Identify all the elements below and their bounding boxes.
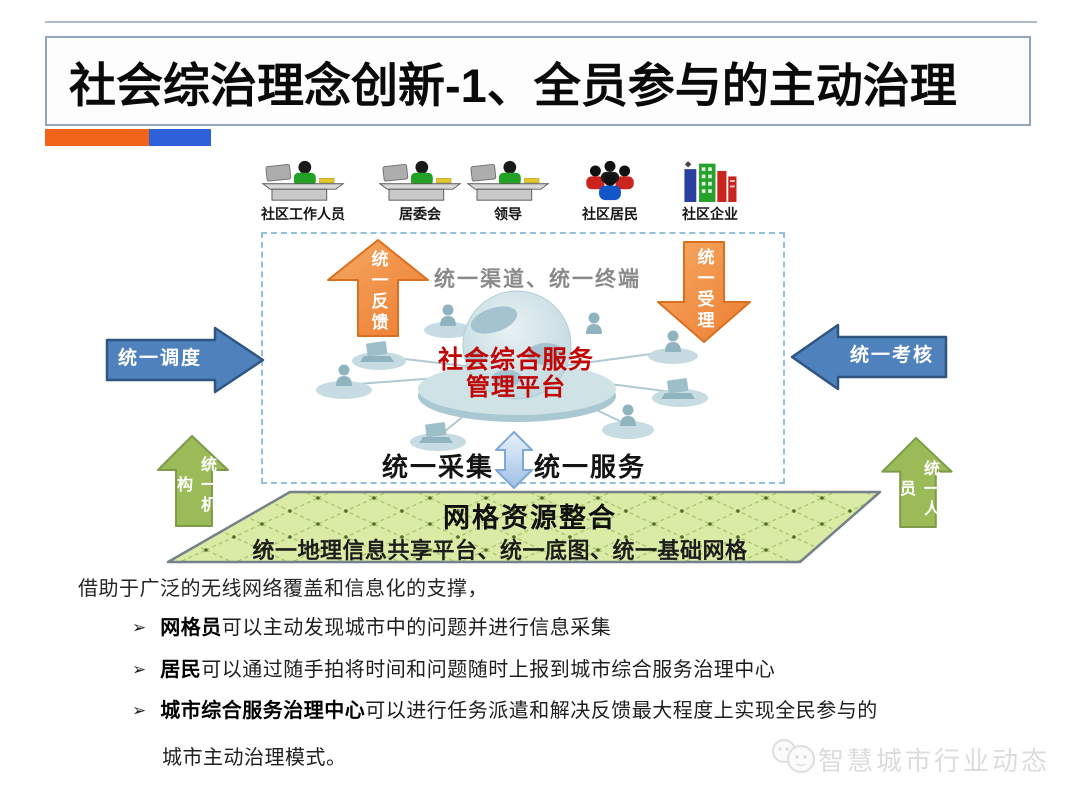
personnel-arrow-label: 统一人员	[897, 460, 938, 520]
collect-service-double-arrow	[495, 431, 533, 489]
actor-leaders: 领导	[448, 160, 568, 224]
bullet-item-service-center: ➢ 城市综合服务治理中心可以进行任务派遣和解决反馈最大程度上实现全民参与的	[132, 699, 878, 723]
bullet-text: 网格员可以主动发现城市中的问题并进行信息采集	[160, 616, 611, 640]
desk-worker-icon	[466, 160, 550, 201]
org-arrow-label: 统一机构	[174, 456, 215, 516]
actor-label: 社区工作人员	[261, 206, 345, 222]
bullet-text: 居民可以通过随手拍将时间和问题随时上报到城市综合服务治理中心	[160, 658, 775, 682]
body-intro-text: 借助于广泛的无线网络覆盖和信息化的支撑，	[78, 578, 488, 600]
buildings-icon	[684, 161, 737, 202]
page-title: 社会综治理念创新-1、全员参与的主动治理	[69, 58, 957, 112]
actor-residents: 社区居民	[550, 160, 670, 224]
hub-title-line1: 社会综合服务	[437, 346, 594, 374]
grid-integration-title: 网格资源整合	[443, 503, 617, 533]
bullet-arrow-icon: ➢	[132, 618, 147, 637]
actor-enterprises: 社区企业	[650, 160, 770, 224]
people-group-icon	[586, 160, 634, 201]
watermark-text: 智慧城市行业动态	[818, 745, 1051, 776]
bullet-rest: 可以进行任务派遣和解决反馈最大程度上实现全民参与的	[365, 700, 878, 722]
acceptance-arrow-label: 统一受理	[694, 248, 714, 332]
title-box: 社会综治理念创新-1、全员参与的主动治理	[45, 36, 1031, 126]
bullet-bold-term: 居民	[160, 659, 202, 681]
accent-bar-orange	[45, 129, 149, 146]
feedback-up-arrow	[327, 239, 429, 337]
grid-resource-parallelogram	[166, 490, 882, 564]
bullet-arrow-icon: ➢	[132, 701, 147, 720]
service-label: 统一服务	[534, 452, 647, 482]
bullet-item-residents: ➢ 居民可以通过随手拍将时间和问题随时上报到城市综合服务治理中心	[132, 658, 775, 682]
bullet-item-grid-worker: ➢ 网格员可以主动发现城市中的问题并进行信息采集	[132, 616, 611, 640]
bullet-continuation-line: 城市主动治理模式。	[162, 747, 347, 769]
desk-worker-icon	[378, 160, 462, 201]
actor-label: 居委会	[399, 206, 441, 222]
wechat-bubbles-icon	[772, 739, 815, 773]
actor-neighborhood-committee: 居委会	[360, 160, 480, 224]
bullet-arrow-icon: ➢	[132, 660, 147, 679]
network-nodes	[316, 304, 708, 451]
dispatch-arrow-label: 统一调度	[117, 348, 202, 369]
assessment-arrow-label: 统一考核	[849, 345, 934, 366]
dispatch-right-arrow	[105, 326, 265, 394]
bullet-rest: 可以通过随手拍将时间和问题随时上报到城市综合服务治理中心	[201, 659, 776, 681]
collect-label: 统一采集	[382, 452, 495, 482]
watermark: 智慧城市行业动态	[770, 738, 1050, 780]
assessment-left-arrow	[790, 323, 948, 391]
unified-channel-caption: 统一渠道、统一终端	[434, 268, 641, 291]
desk-worker-icon	[261, 160, 345, 201]
acceptance-down-arrow	[657, 241, 751, 343]
network-hub-graphic	[316, 290, 708, 451]
actor-label: 领导	[494, 206, 522, 222]
top-rule-line	[45, 21, 1037, 23]
globe-icon	[418, 290, 616, 422]
actor-label: 社区企业	[682, 206, 738, 222]
actor-label: 社区居民	[582, 206, 638, 222]
hub-title-line2: 管理平台	[466, 374, 566, 401]
grid-integration-subtitle: 统一地理信息共享平台、统一底图、统一基础网格	[252, 538, 748, 563]
accent-bar-blue	[149, 129, 211, 146]
actor-community-workers: 社区工作人员	[243, 160, 363, 224]
bullet-rest: 可以主动发现城市中的问题并进行信息采集	[221, 617, 612, 639]
org-up-arrow	[157, 435, 229, 527]
feedback-arrow-label: 统一反馈	[368, 250, 388, 334]
bullet-bold-term: 网格员	[160, 617, 222, 639]
personnel-up-arrow	[881, 436, 953, 529]
bullet-text: 城市综合服务治理中心可以进行任务派遣和解决反馈最大程度上实现全民参与的	[160, 699, 878, 723]
bullet-bold-term: 城市综合服务治理中心	[160, 700, 366, 722]
